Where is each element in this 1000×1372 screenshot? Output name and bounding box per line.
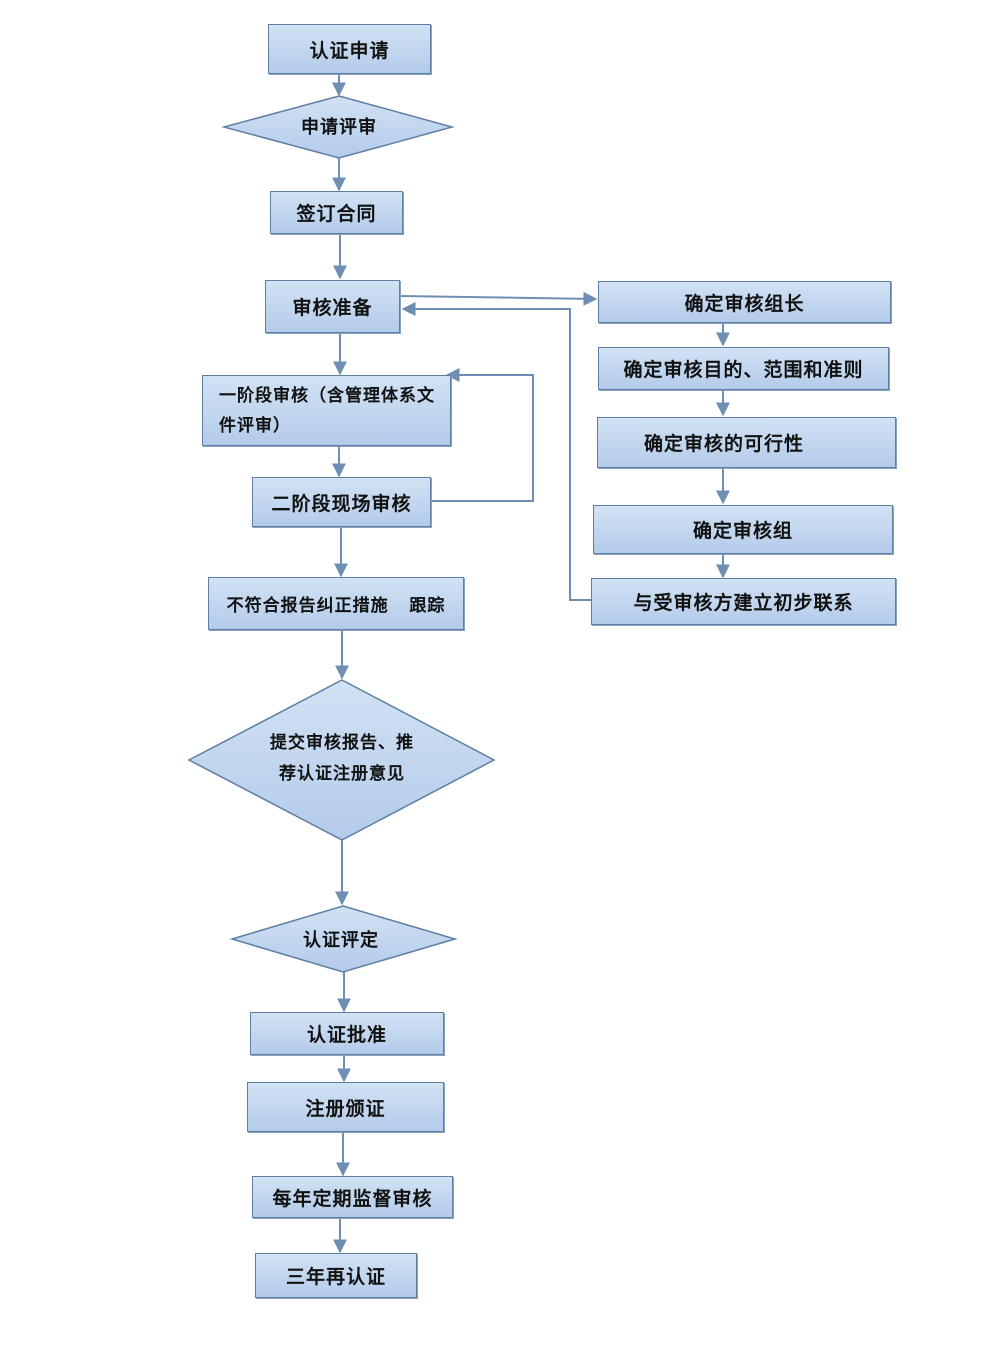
node-surveillance-audit: 每年定期监督审核 bbox=[252, 1176, 453, 1218]
node-application: 认证申请 bbox=[268, 24, 431, 74]
node-nonconformity-tracking: 不符合报告纠正措施 跟踪 bbox=[208, 577, 464, 630]
node-audit-team: 确定审核组 bbox=[593, 505, 893, 554]
node-audit-prep: 审核准备 bbox=[265, 280, 400, 333]
diamond-label-cert-decision: 认证评定 bbox=[303, 929, 379, 951]
diamond-label-application-review: 申请评审 bbox=[301, 116, 377, 138]
diamond-label-submit-report: 提交审核报告、推 荐认证注册意见 bbox=[236, 724, 448, 794]
node-cert-approval: 认证批准 bbox=[250, 1012, 444, 1055]
node-team-leader: 确定审核组长 bbox=[598, 281, 891, 323]
node-recertification: 三年再认证 bbox=[255, 1253, 417, 1298]
node-initial-contact: 与受审核方建立初步联系 bbox=[591, 578, 896, 625]
arrow-contact-back-to-prep bbox=[401, 302, 591, 601]
node-stage2-audit: 二阶段现场审核 bbox=[252, 477, 431, 527]
submit-report-line-1: 提交审核报告、推 bbox=[270, 733, 414, 753]
node-sign-contract: 签订合同 bbox=[270, 191, 403, 234]
submit-report-line-2: 荐认证注册意见 bbox=[279, 764, 405, 784]
node-objectives-scope: 确定审核目的、范围和准则 bbox=[598, 347, 889, 390]
node-feasibility: 确定审核的可行性 bbox=[597, 417, 896, 468]
arrow-stage2-back-to-stage1 bbox=[431, 368, 534, 502]
node-registration: 注册颁证 bbox=[247, 1082, 444, 1132]
arrow-prep-to-leader bbox=[399, 291, 598, 306]
node-stage1-audit: 一阶段审核（含管理体系文件评审） bbox=[202, 375, 451, 446]
